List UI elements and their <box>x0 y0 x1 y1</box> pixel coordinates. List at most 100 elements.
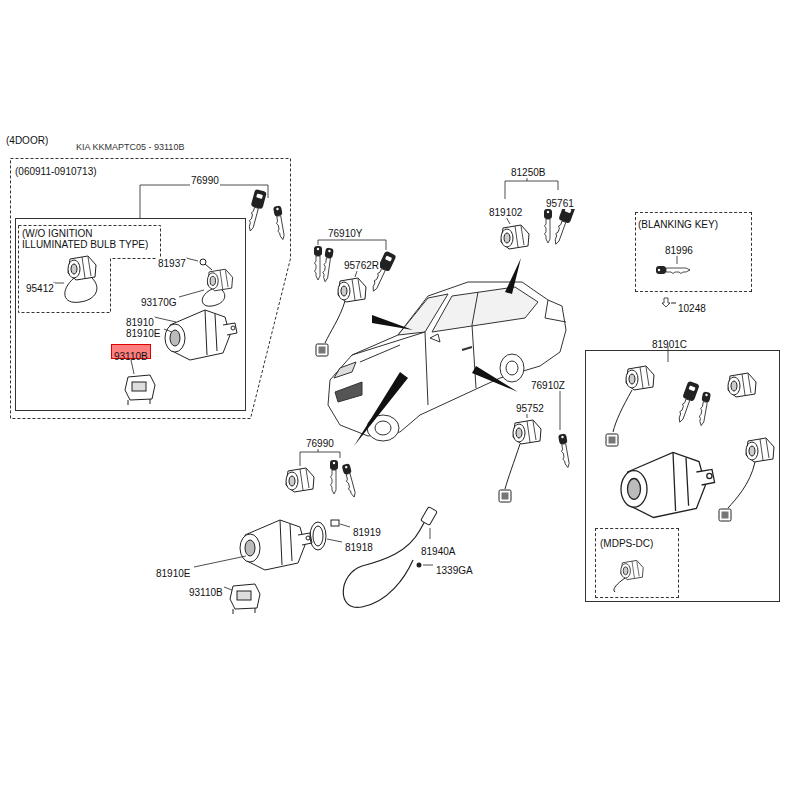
callout-number: 81919 <box>352 527 382 538</box>
b-pillar <box>472 292 478 325</box>
connector <box>316 344 328 356</box>
label-slot: 81937 <box>157 253 187 271</box>
key <box>544 209 552 243</box>
frame-heading: 81901C <box>652 339 687 350</box>
key <box>342 463 359 498</box>
frame-heading: (MDPS-DC) <box>600 538 653 549</box>
leader-line <box>131 360 134 374</box>
flip-key <box>550 203 576 247</box>
switch-part <box>230 584 260 614</box>
lock-part <box>626 366 654 390</box>
callout-number: 95761 <box>545 198 575 209</box>
label-slot: 95752 <box>515 398 545 416</box>
label-slot: 93110B <box>188 582 224 600</box>
callout-number: 81910E <box>155 568 191 579</box>
callout-number: 93110B <box>188 587 224 598</box>
hood-line <box>352 332 425 362</box>
lock-part <box>501 225 529 249</box>
lock-part <box>728 373 756 397</box>
label-slot: 95762R <box>343 255 380 273</box>
wire <box>613 390 632 432</box>
label-slot: 1339GA <box>435 560 474 578</box>
callout-number: 93170G <box>140 297 178 308</box>
pointer-wedges <box>354 258 521 446</box>
wire <box>65 278 97 302</box>
bracket <box>140 183 268 218</box>
group-frame <box>16 219 246 411</box>
leader-line <box>327 539 342 542</box>
callout-number: 81910E <box>125 328 161 339</box>
key <box>314 246 322 280</box>
label-slot: 76910Z <box>530 375 566 393</box>
wire <box>614 578 625 592</box>
frame-heading: (BLANKING KEY) <box>638 219 718 230</box>
bracket <box>505 175 558 199</box>
label-slot: 81919 <box>352 522 382 540</box>
leader-line <box>164 329 172 332</box>
leader-line <box>224 587 232 590</box>
mirror <box>430 334 440 342</box>
mdps-frame: (MDPS-DC) <box>595 528 679 598</box>
screw-shank <box>205 264 212 270</box>
small-part <box>331 520 339 526</box>
front-hub <box>375 421 391 435</box>
callout-number: 95412 <box>25 283 55 294</box>
label-slot: KIA KKMAPTC05 - 93110B <box>75 136 185 154</box>
callout-number: 1339GA <box>435 565 474 576</box>
part-number: 93110B <box>114 351 148 362</box>
callout-number: 81996 <box>664 245 694 256</box>
variant-frame: (W/O IGNITION ILLUMINATED BULB TYPE) <box>18 225 160 312</box>
callout-number: 81937 <box>157 258 187 269</box>
car-body <box>328 282 566 436</box>
label-slot: 76990 <box>190 170 220 188</box>
label-slot: (4DOOR) <box>5 130 49 148</box>
ignition-switch <box>240 520 312 570</box>
ignition-switch <box>621 453 715 518</box>
flip-key <box>368 251 397 294</box>
leader-line <box>560 388 561 430</box>
connector <box>499 490 511 502</box>
leader-line <box>194 556 246 567</box>
lock-part <box>513 420 541 444</box>
leader-lines <box>53 175 677 590</box>
lock-part <box>621 560 643 579</box>
label-slot: 76990 <box>305 433 335 451</box>
clip <box>417 563 422 568</box>
callout-number: 76990 <box>190 175 220 186</box>
wire <box>505 444 520 489</box>
callout-number: 76910Y <box>327 228 363 239</box>
label-slot: 81250B <box>510 162 546 180</box>
label-slot: 81940A <box>420 541 456 559</box>
callout-number: 95752 <box>515 403 545 414</box>
key <box>330 460 338 494</box>
key <box>558 433 572 468</box>
headlight <box>334 362 356 378</box>
callout-number: 76910Z <box>530 380 566 391</box>
arrow-icon <box>662 298 670 307</box>
callout-number: 95762R <box>343 260 380 271</box>
lock-part <box>286 468 314 492</box>
ring-inner <box>313 526 323 546</box>
label-slot: 76910Y <box>327 223 363 241</box>
leader-line <box>154 317 176 322</box>
bracket <box>300 446 340 466</box>
side-windows <box>432 287 538 332</box>
leader-line <box>340 524 350 527</box>
wire <box>202 289 225 306</box>
frame-heading: (060911-0910713) <box>15 166 97 177</box>
flip-key <box>244 189 266 233</box>
wire <box>728 462 755 508</box>
door-handle <box>462 347 472 350</box>
label-slot: 81910E <box>155 563 191 581</box>
variant-note: (4DOOR) <box>5 135 49 146</box>
leader-line <box>430 528 431 539</box>
leader-line <box>186 258 198 261</box>
callout-number: 81250B <box>510 167 546 178</box>
blanking-key <box>656 266 690 274</box>
switch-part <box>125 375 155 405</box>
door-line <box>425 325 476 405</box>
callout-number: 81940A <box>420 546 456 557</box>
